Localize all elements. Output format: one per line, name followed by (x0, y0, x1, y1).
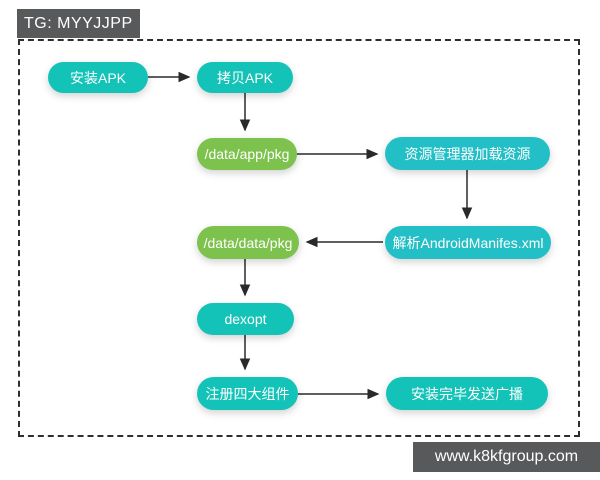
node-data-data-pkg: /data/data/pkg (197, 226, 299, 259)
node-dexopt: dexopt (197, 303, 294, 335)
watermark-banner: www.k8kfgroup.com (413, 442, 600, 472)
node-data-app-pkg: /data/app/pkg (197, 138, 297, 170)
node-copy-apk: 拷贝APK (197, 62, 293, 93)
node-load-resources: 资源管理器加载资源 (385, 137, 550, 170)
tg-badge: TG: MYYJJPP (17, 9, 140, 38)
node-install-apk-label: 安装APK (69, 69, 126, 86)
node-data-data-pkg-label: /data/data/pkg (203, 234, 293, 251)
dashed-border-frame (18, 39, 580, 437)
tg-badge-label: TG: MYYJJPP (24, 14, 133, 32)
node-register-components-label: 注册四大组件 (205, 385, 290, 402)
node-data-app-pkg-label: /data/app/pkg (204, 146, 290, 162)
node-broadcast: 安装完毕发送广播 (386, 377, 548, 410)
node-dexopt-label: dexopt (224, 311, 267, 327)
node-install-apk: 安装APK (48, 62, 148, 93)
node-copy-apk-label: 拷贝APK (216, 69, 273, 86)
node-broadcast-label: 安装完毕发送广播 (411, 385, 523, 402)
watermark-label: www.k8kfgroup.com (434, 448, 579, 465)
node-parse-manifest: 解析AndroidManifes.xml (385, 226, 551, 259)
node-load-resources-label: 资源管理器加载资源 (404, 145, 531, 162)
node-parse-manifest-label: 解析AndroidManifes.xml (392, 234, 544, 251)
node-register-components: 注册四大组件 (197, 377, 298, 410)
